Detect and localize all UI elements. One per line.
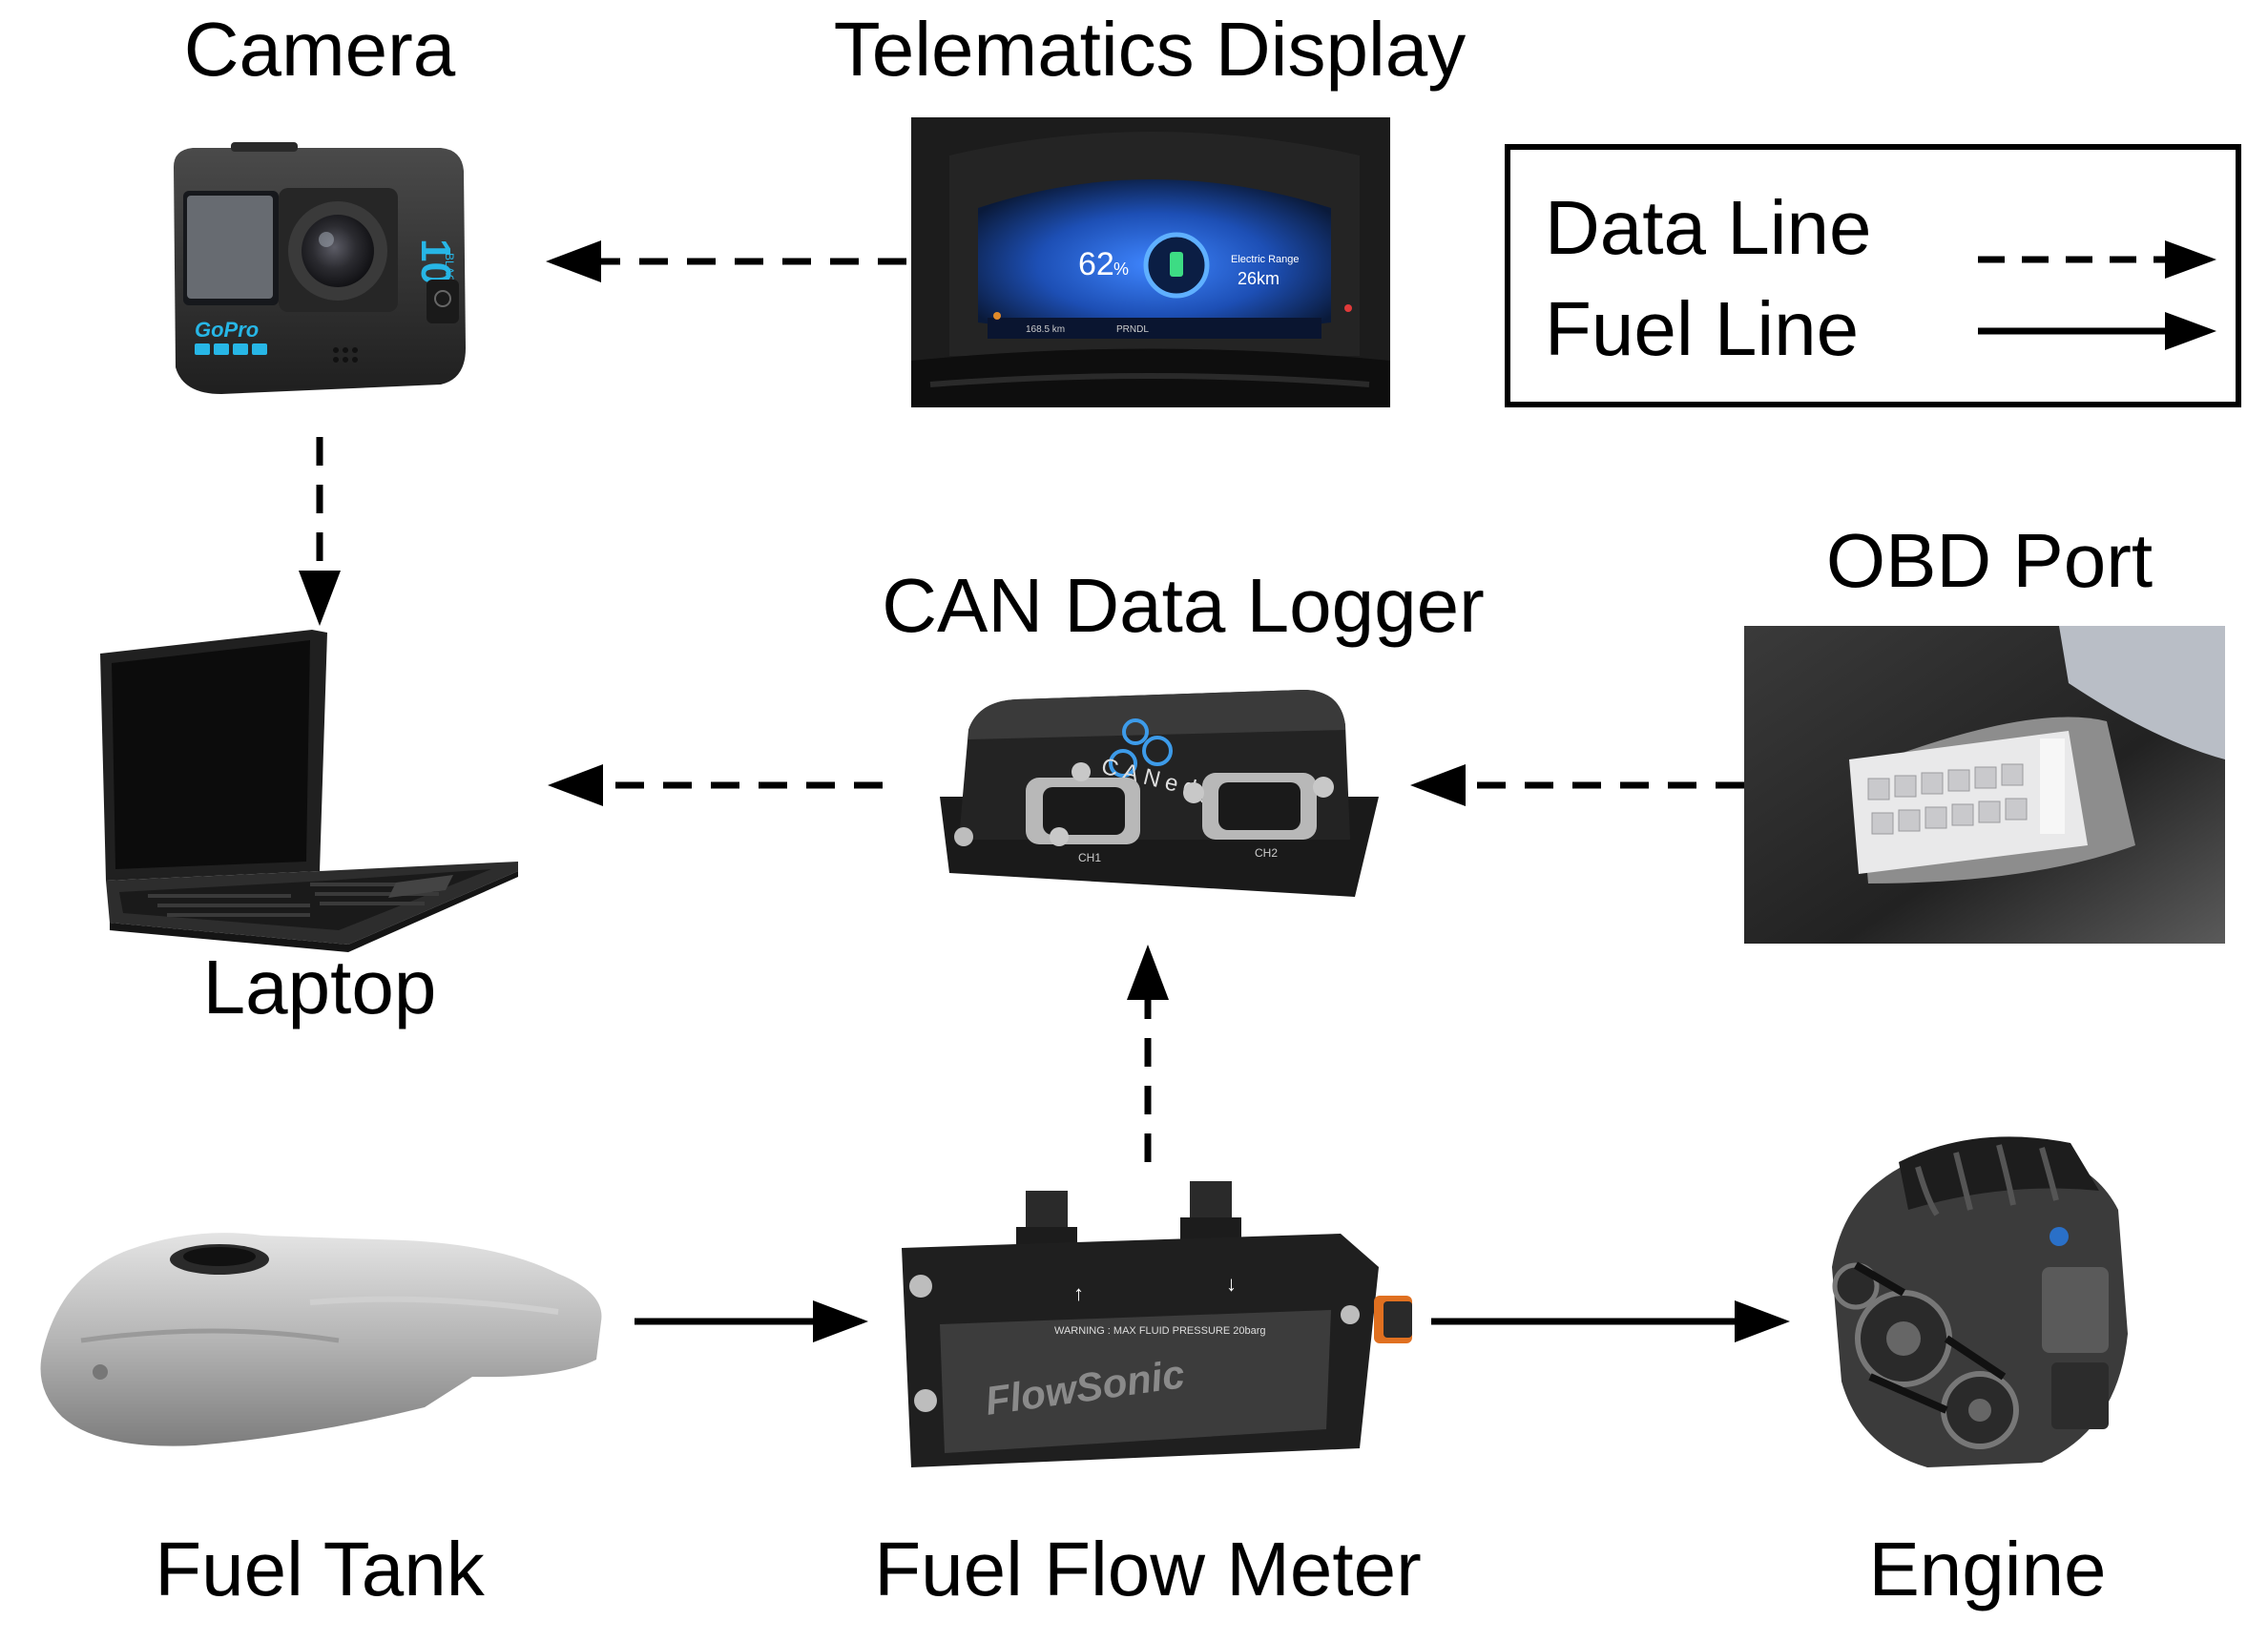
obd-connector (1849, 731, 2088, 874)
camera-brand-text: GoPro (195, 318, 259, 342)
obd-port-image (1744, 626, 2225, 944)
engine-intake-manifold (1899, 1136, 2099, 1210)
logger-logo (1109, 718, 1173, 778)
logger-port-ch2 (1202, 773, 1317, 840)
camera-lens (302, 215, 374, 287)
telematics-percent: 62 (1078, 246, 1114, 282)
laptop-image (100, 630, 518, 952)
legend-fuel-line-sample (1978, 312, 2216, 350)
fuel-flow-meter-image: FlowSonic WARNING : MAX FLUID PRESSURE 2… (902, 1181, 1412, 1467)
camera-status-leds (195, 343, 267, 355)
engine-belt (1853, 1261, 2007, 1414)
edge-logger-to-laptop (548, 764, 883, 806)
telematics-gear: PRNDL (1116, 324, 1149, 335)
laptop-label: Laptop (202, 945, 437, 1029)
laptop-touchpad (388, 875, 453, 898)
can-data-logger-image: CANedge2 CH1 CH2 (940, 690, 1379, 897)
legend-fuel-line-label: Fuel Line (1545, 286, 1860, 371)
camera-model-text: 10 (412, 239, 459, 285)
telematics-odometer: 168.5 km (1026, 324, 1065, 335)
camera-image: 10 BLACK GoPro (174, 142, 466, 394)
edge-flowmeter-to-logger (1127, 945, 1169, 1162)
flow-meter-label-plate (940, 1310, 1331, 1453)
logger-port-ch1 (1026, 778, 1140, 844)
edge-telematics-to-camera (546, 240, 906, 282)
laptop-screen (112, 640, 310, 869)
can-data-logger-label: CAN Data Logger (882, 563, 1485, 648)
fuel-flow-meter-label: Fuel Flow Meter (874, 1527, 1422, 1611)
flow-meter-arrow-up: ↑ (1073, 1281, 1084, 1305)
obd-port-label: OBD Port (1825, 518, 2154, 603)
logger-ch1-label: CH1 (1078, 851, 1101, 864)
fuel-tank-image (40, 1233, 602, 1446)
edge-obd-to-logger (1410, 764, 1744, 806)
legend-data-line-sample (1978, 240, 2216, 279)
legend-data-line-label: Data Line (1545, 185, 1872, 270)
edge-tank-to-flowmeter (635, 1300, 868, 1342)
laptop-keys (148, 883, 444, 917)
telematics-display-label: Telematics Display (833, 7, 1467, 92)
legend-line-samples (1978, 240, 2216, 350)
edge-camera-to-laptop (299, 437, 341, 626)
telematics-range-label: Electric Range (1231, 254, 1300, 265)
flow-meter-warning-text: WARNING : MAX FLUID PRESSURE 20barg (1054, 1325, 1265, 1337)
fuel-tank-label: Fuel Tank (155, 1527, 485, 1611)
flow-meter-arrow-down: ↓ (1226, 1272, 1237, 1296)
telematics-percent-unit: % (1113, 260, 1129, 279)
camera-label: Camera (183, 7, 456, 92)
legend: Data Line Fuel Line (1505, 144, 2241, 407)
obd-pins (1867, 763, 2028, 835)
telematics-range-value: 26km (1238, 269, 1280, 288)
logger-ch2-label: CH2 (1255, 846, 1278, 860)
engine-label: Engine (1868, 1527, 2107, 1611)
telematics-display-image: 62 % Electric Range 26km 168.5 km PRNDL (911, 117, 1390, 407)
engine-image (1832, 1136, 2128, 1467)
edge-flowmeter-to-engine (1431, 1300, 1790, 1342)
